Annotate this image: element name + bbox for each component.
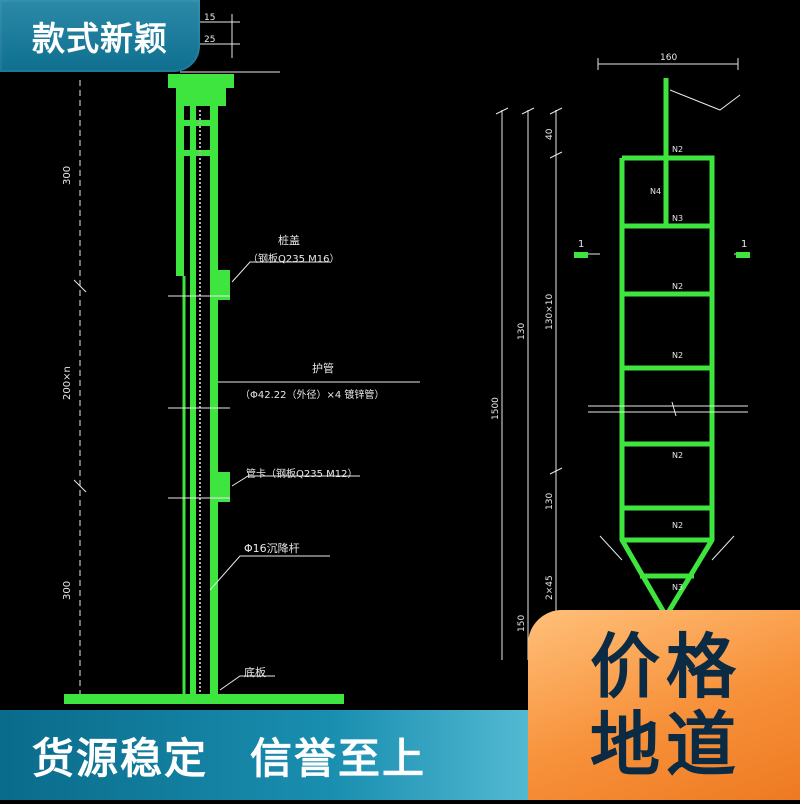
label-n2-d: N2 — [672, 521, 683, 530]
left-dim-line — [73, 80, 87, 700]
label-n3-bottom: N3 — [672, 583, 683, 592]
pipe-band-2 — [176, 150, 218, 156]
pipe-clamp-lower — [212, 472, 230, 502]
left-dim-300-top: 300 — [62, 166, 73, 185]
callout-settlement-rod: Φ16沉降杆 — [244, 541, 300, 555]
right-dim-40: 40 — [545, 128, 555, 140]
section-number-left: 1 — [578, 239, 584, 250]
label-n3: N3 — [672, 214, 683, 223]
right-dim-130: 130 — [517, 323, 527, 340]
label-n2-c: N2 — [672, 451, 683, 460]
right-dim-150: 150 — [517, 615, 527, 632]
callout-cap: 桩盖 — [278, 233, 300, 247]
right-top-dim — [597, 58, 741, 111]
section-number-right: 1 — [741, 239, 747, 250]
bottom-right-badge: 价格 地道 — [528, 610, 800, 800]
right-dim-1500: 1500 — [491, 397, 501, 420]
pipe-band-1 — [176, 120, 218, 126]
label-n4: N4 — [650, 187, 661, 196]
top-dim-25: 25 — [204, 35, 215, 45]
label-n2-a: N2 — [672, 282, 683, 291]
left-dim-300-bottom: 300 — [62, 581, 73, 600]
cap-body — [176, 88, 226, 106]
left-dim-200n: 200×n — [62, 366, 73, 400]
pipe-right-wall — [210, 106, 218, 696]
top-dim-lines — [180, 14, 280, 73]
right-dim-2x45: 2×45 — [545, 575, 555, 600]
section-mark-right — [736, 252, 750, 258]
callout-protective-pipe: 护管 — [312, 361, 334, 375]
callout-pipe-clamp: 管卡（钢板Q235 M12） — [246, 467, 358, 480]
right-dim-lines — [495, 107, 563, 660]
label-n2-b: N2 — [672, 351, 683, 360]
bottom-right-badge-line-2: 地道 — [590, 704, 742, 786]
tapered-frame — [619, 155, 715, 621]
bottom-slogan-1: 货源稳定 — [32, 733, 209, 783]
bottom-right-badge-line-1: 价格 — [590, 626, 742, 708]
right-dim-130x10: 130×10 — [545, 294, 555, 330]
settlement-rod — [190, 106, 196, 696]
bottom-promo-band: 货源稳定 信誉至上 — [0, 710, 560, 800]
right-dim-160: 160 — [660, 53, 677, 63]
frame-labels: N2 N4 N3 N2 N2 N2 N2 N3 — [650, 145, 683, 592]
pipe-left-wall-upper — [176, 106, 184, 276]
right-dim-130-lower: 130 — [545, 493, 555, 510]
callout-cap-spec: （钢板Q235 M16） — [248, 252, 340, 265]
section-cut — [588, 253, 748, 561]
base-plate — [64, 694, 344, 704]
section-mark-left — [574, 252, 588, 258]
callout-base-plate: 底板 — [244, 665, 266, 679]
pipe-clamp-upper — [212, 270, 230, 300]
bottom-slogan-2: 信誉至上 — [250, 733, 427, 783]
tapered-rod-detail: 160 40 130 130×10 1500 130 2×45 150 — [491, 53, 750, 660]
top-left-badge-text: 款式新颖 — [32, 19, 168, 58]
settlement-rod-elevation: 15 25 300 200×n 300 — [62, 13, 420, 704]
label-n2-top: N2 — [672, 145, 683, 154]
callout-pipe-spec: （Φ42.22（外径）×4 镀锌管） — [240, 388, 384, 401]
top-dim-15: 15 — [204, 13, 215, 23]
cap-top-plate — [168, 74, 234, 88]
callout-leaders — [209, 261, 420, 691]
top-left-badge: 款式新颖 — [0, 0, 200, 72]
